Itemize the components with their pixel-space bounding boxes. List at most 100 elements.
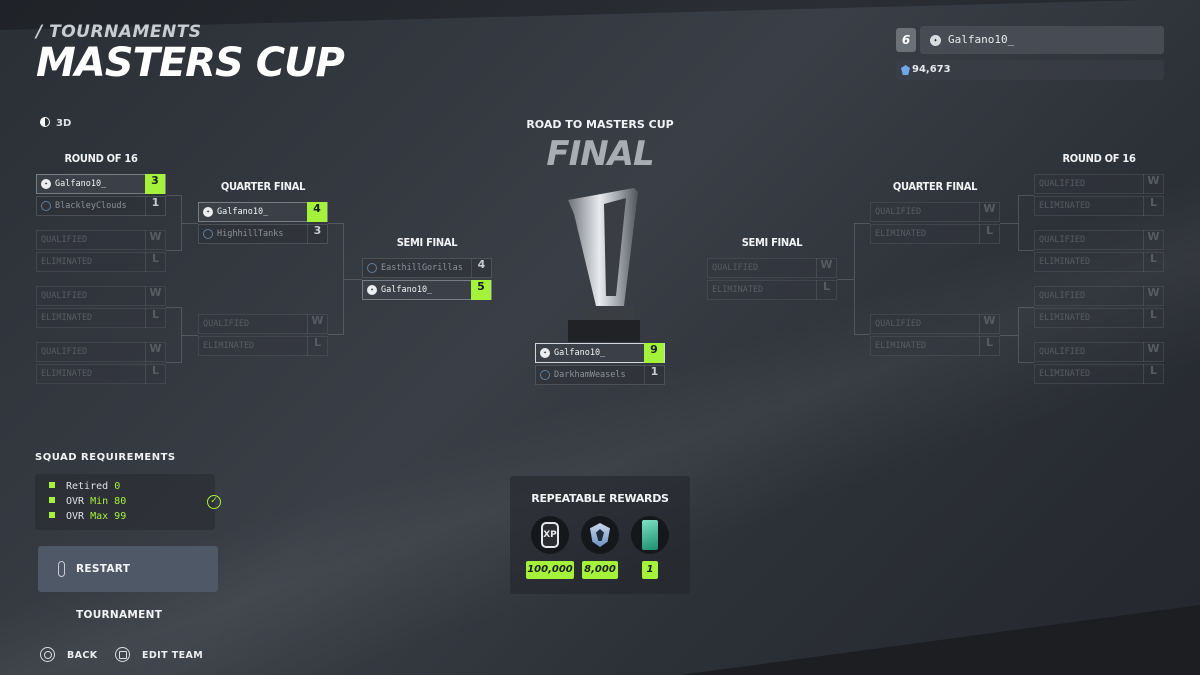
left-r16-match-1[interactable]: ✦ Galfano10_ 3 BlackleyClouds 1: [36, 174, 166, 216]
bullet-icon: [49, 512, 55, 518]
bullet-icon: [49, 482, 55, 488]
playstation-icon: ✦: [41, 179, 51, 189]
right-r16-match-3[interactable]: QUALIFIED W ELIMINATED L: [1034, 286, 1164, 328]
reward-item[interactable]: XP 100,000: [526, 516, 574, 579]
breadcrumb[interactable]: / TOURNAMENTS: [36, 22, 202, 42]
coins-value: 94,673: [912, 64, 951, 75]
match-slot-qualified: QUALIFIED W: [1034, 174, 1164, 194]
circle-button-icon: [40, 647, 55, 662]
squad-requirements-list: Retired 0 OVR Min 80 OVR Max 99: [35, 474, 215, 530]
match-slot-qualified: QUALIFIED W: [36, 342, 166, 362]
page-title: MASTERS CUP: [36, 40, 345, 86]
match-slot-eliminated: ELIMINATED L: [707, 280, 837, 300]
slot-result: W: [816, 258, 836, 278]
left-r16-match-2[interactable]: QUALIFIED W ELIMINATED L: [36, 230, 166, 272]
slot-result: W: [145, 342, 165, 362]
right-qf-match-1[interactable]: QUALIFIED W ELIMINATED L: [870, 202, 1000, 244]
team-name: Galfano10_: [381, 285, 433, 295]
right-round-of-16-label: ROUND OF 16: [1062, 152, 1136, 165]
bracket-connector: [1018, 307, 1034, 363]
road-to-final-label: ROAD TO MASTERS CUP: [526, 118, 674, 131]
slot-label: QUALIFIED: [41, 347, 88, 357]
team-name: BlackleyClouds: [55, 201, 127, 211]
slot-label: QUALIFIED: [875, 207, 922, 217]
slot-result: L: [1143, 252, 1163, 272]
team-score: 4: [307, 202, 327, 222]
right-semi-final-label: SEMI FINAL: [741, 236, 803, 249]
slot-label: QUALIFIED: [712, 263, 759, 273]
reward-item[interactable]: 8,000: [580, 516, 620, 579]
square-button-icon: [115, 647, 130, 662]
view-mode-toggle[interactable]: 3D: [40, 117, 71, 129]
right-r16-match-2[interactable]: QUALIFIED W ELIMINATED L: [1034, 230, 1164, 272]
left-qf-match-2[interactable]: QUALIFIED W ELIMINATED L: [198, 314, 328, 356]
reward-icon-bg: [581, 516, 619, 554]
slot-label: QUALIFIED: [875, 319, 922, 329]
slot-label: QUALIFIED: [1039, 235, 1086, 245]
repeatable-rewards-panel: REPEATABLE REWARDS XP 100,000 8,000 1: [510, 476, 690, 594]
reward-icon-bg: XP: [531, 516, 569, 554]
playstation-icon: ✦: [203, 207, 213, 217]
team-score: 3: [307, 224, 327, 244]
team-name: HighhillTanks: [217, 229, 284, 239]
slot-label: ELIMINATED: [41, 257, 93, 267]
match-slot-qualified: QUALIFIED W: [1034, 342, 1164, 362]
left-r16-match-4[interactable]: QUALIFIED W ELIMINATED L: [36, 342, 166, 384]
restart-label: RESTART TOURNAMENT: [76, 563, 163, 621]
bracket-connector: [182, 335, 198, 336]
final-match[interactable]: ✦ Galfano10_ 9 DarkhamWeasels 1: [535, 343, 665, 385]
team-score: 4: [471, 258, 491, 278]
left-sf-match[interactable]: EasthillGorillas 4 ✦ Galfano10_ 5: [362, 258, 492, 300]
match-slot-eliminated: ELIMINATED L: [1034, 308, 1164, 328]
left-qf-match-1[interactable]: ✦ Galfano10_ 4 HighhillTanks 3: [198, 202, 328, 244]
slot-label: ELIMINATED: [41, 369, 93, 379]
slot-label: ELIMINATED: [875, 229, 927, 239]
requirement-label: OVR: [66, 496, 85, 507]
user-level-badge: 6: [896, 28, 916, 52]
match-slot-loser: BlackleyClouds 1: [36, 196, 166, 216]
requirement-item: OVR Min 80: [49, 496, 126, 507]
match-slot-qualified: QUALIFIED W: [870, 314, 1000, 334]
right-sf-match[interactable]: QUALIFIED W ELIMINATED L: [707, 258, 837, 300]
match-slot-eliminated: ELIMINATED L: [1034, 252, 1164, 272]
slot-label: ELIMINATED: [203, 341, 255, 351]
playstation-icon: ✦: [367, 285, 377, 295]
right-quarter-final-label: QUARTER FINAL: [892, 180, 978, 193]
slot-label: QUALIFIED: [203, 319, 250, 329]
match-slot-qualified: QUALIFIED W: [36, 286, 166, 306]
reward-item[interactable]: 1: [630, 516, 670, 579]
right-r16-match-4[interactable]: QUALIFIED W ELIMINATED L: [1034, 342, 1164, 384]
requirement-value: 0: [114, 481, 121, 492]
match-slot-qualified: QUALIFIED W: [36, 230, 166, 250]
reward-value: 100,000: [526, 561, 574, 579]
reward-value: 1: [642, 561, 658, 579]
slot-result: W: [979, 314, 999, 334]
match-slot-qualified: QUALIFIED W: [707, 258, 837, 278]
team-name: Galfano10_: [55, 179, 107, 189]
bracket-connector: [328, 223, 344, 335]
slot-result: W: [145, 230, 165, 250]
slot-label: QUALIFIED: [1039, 291, 1086, 301]
match-slot-qualified: QUALIFIED W: [198, 314, 328, 334]
match-slot-winner: ✦ Galfano10_ 5: [362, 280, 492, 300]
slot-result: W: [979, 202, 999, 222]
match-slot-eliminated: ELIMINATED L: [36, 308, 166, 328]
back-button[interactable]: BACK: [40, 647, 98, 662]
edit-team-button[interactable]: EDIT TEAM: [115, 647, 203, 662]
right-r16-match-1[interactable]: QUALIFIED W ELIMINATED L: [1034, 174, 1164, 216]
slot-result: W: [1143, 342, 1163, 362]
match-slot-eliminated: ELIMINATED L: [870, 224, 1000, 244]
match-slot-qualified: QUALIFIED W: [1034, 286, 1164, 306]
slot-label: ELIMINATED: [1039, 201, 1091, 211]
slot-result: L: [1143, 308, 1163, 328]
match-slot-qualified: QUALIFIED W: [1034, 230, 1164, 250]
restart-tournament-button[interactable]: RESTART TOURNAMENT: [38, 546, 218, 621]
team-score: 1: [644, 365, 664, 385]
slot-result: W: [1143, 230, 1163, 250]
left-r16-match-3[interactable]: QUALIFIED W ELIMINATED L: [36, 286, 166, 328]
match-slot-eliminated: ELIMINATED L: [36, 364, 166, 384]
slot-result: L: [979, 224, 999, 244]
right-qf-match-2[interactable]: QUALIFIED W ELIMINATED L: [870, 314, 1000, 356]
slot-result: L: [307, 336, 327, 356]
slot-result: W: [1143, 174, 1163, 194]
